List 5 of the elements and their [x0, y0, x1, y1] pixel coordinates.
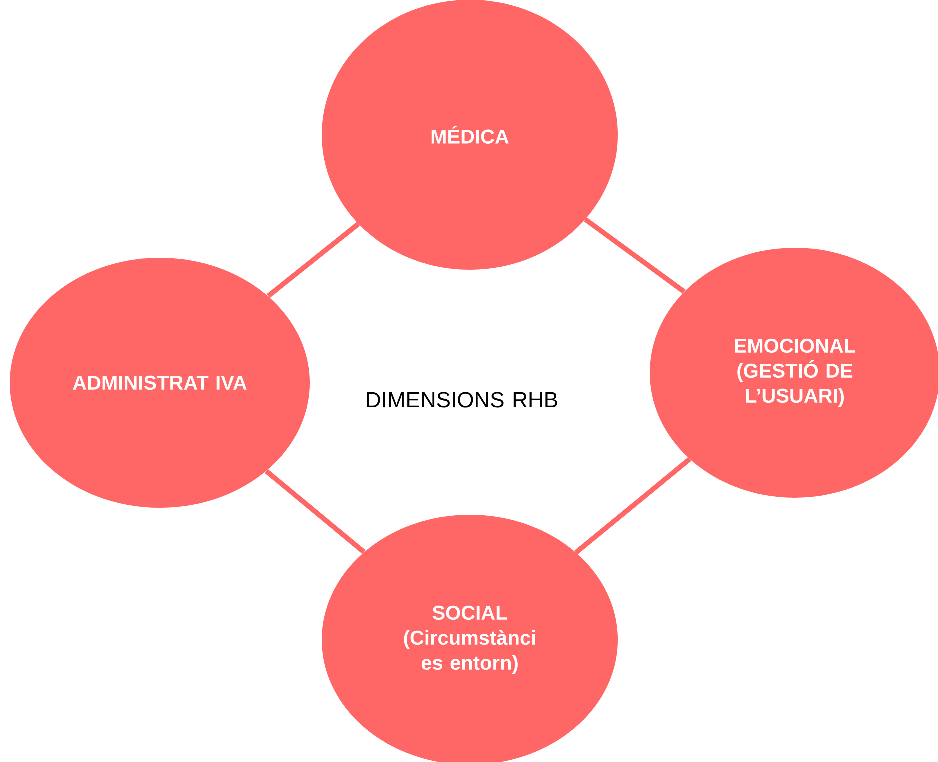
connector-line — [264, 469, 366, 554]
connector-line — [574, 457, 692, 555]
center-label: DIMENSIONS RHB — [367, 392, 558, 408]
connector-line — [266, 222, 360, 298]
connector-line — [584, 218, 686, 294]
